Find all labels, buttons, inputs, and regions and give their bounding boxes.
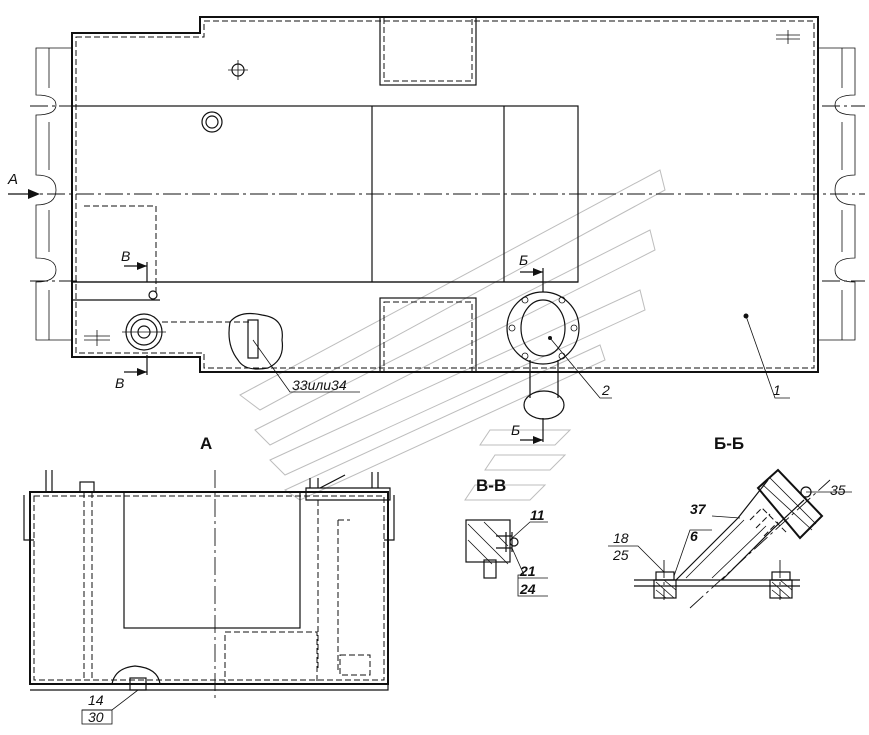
callout-24: 24 (519, 581, 536, 597)
section-b-bottom-label: Б (511, 422, 520, 438)
callout-2: 2 (601, 382, 610, 398)
view-a-title: А (200, 434, 212, 453)
section-bb-detail (608, 468, 852, 609)
callout-21: 21 (519, 563, 536, 579)
view-a-arrow-label: А (7, 171, 18, 188)
view-a (23, 470, 395, 711)
section-vv-detail (465, 519, 548, 597)
callout-14: 14 (88, 692, 104, 708)
callout-35: 35 (830, 482, 846, 498)
plan-view (8, 16, 865, 444)
callout-25: 25 (612, 547, 629, 563)
callout-11: 11 (530, 507, 545, 523)
callout-37: 37 (690, 501, 707, 517)
callout-30: 30 (88, 709, 104, 725)
callout-33-34: 33или34 (292, 377, 347, 393)
section-v-bottom-label: В (115, 375, 124, 391)
section-b-top-label: Б (519, 252, 528, 268)
callout-6: 6 (690, 528, 698, 544)
callout-18: 18 (613, 530, 629, 546)
callout-1: 1 (773, 382, 781, 398)
watermark-logo (239, 169, 666, 501)
section-v-top-label: В (121, 248, 130, 264)
section-bb-title: Б-Б (714, 434, 744, 453)
section-vv-title: В-В (476, 476, 506, 495)
